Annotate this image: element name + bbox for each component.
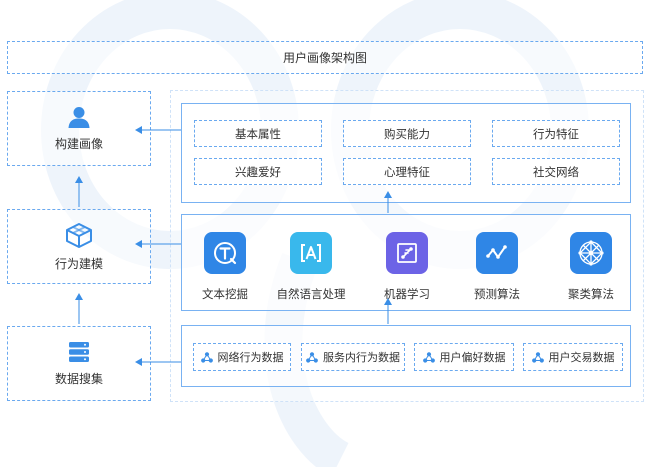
diagram-title: 用户画像架构图 <box>7 41 643 74</box>
share-nodes-icon <box>200 351 213 363</box>
algo-clustering-label: 聚类算法 <box>568 287 614 301</box>
algorithms-layer: 文本挖掘 自然语言处理 机器学习 <box>181 214 631 311</box>
feature-purchasing-power: 购买能力 <box>343 120 471 147</box>
feature-psychological-traits: 心理特征 <box>343 158 471 185</box>
source-user-transaction: 用户交易数据 <box>523 343 623 371</box>
build-profile-box: 构建画像 <box>7 91 151 166</box>
share-nodes-icon <box>531 351 544 363</box>
source-network-behavior: 网络行为数据 <box>193 343 291 371</box>
database-icon <box>69 341 89 362</box>
share-nodes-icon <box>422 351 435 363</box>
behavior-modeling-label: 行为建模 <box>54 256 103 271</box>
data-collection-label: 数据搜集 <box>54 371 103 386</box>
source-network-behavior-label: 网络行为数据 <box>217 351 284 364</box>
clustering-icon <box>570 232 612 274</box>
source-in-service-behavior: 服务内行为数据 <box>301 343 405 371</box>
feature-interests: 兴趣爱好 <box>194 158 322 185</box>
data-sources-layer: 网络行为数据 服务内行为数据 用户偏好数据 用户交易数据 <box>181 325 631 387</box>
feature-social-network: 社交网络 <box>492 158 620 185</box>
cube-icon <box>66 222 92 248</box>
algo-clustering: 聚类算法 <box>548 232 634 302</box>
profile-features-layer: 基本属性 购买能力 行为特征 兴趣爱好 心理特征 社交网络 <box>181 103 631 203</box>
source-user-transaction-label: 用户交易数据 <box>548 351 615 364</box>
prediction-icon <box>476 232 518 274</box>
algo-nlp-label: 自然语言处理 <box>276 287 346 301</box>
data-collection-box: 数据搜集 <box>7 326 151 401</box>
algo-text-mining: 文本挖掘 <box>182 232 268 302</box>
user-icon <box>68 106 90 128</box>
diagram-title-text: 用户画像架构图 <box>282 51 367 65</box>
algo-machine-learning-label: 机器学习 <box>384 287 430 301</box>
machine-learning-icon <box>386 232 428 274</box>
build-profile-label: 构建画像 <box>54 136 103 151</box>
algo-prediction-label: 预测算法 <box>474 287 520 301</box>
nlp-icon <box>290 232 332 274</box>
source-user-preference: 用户偏好数据 <box>414 343 514 371</box>
algo-prediction: 预测算法 <box>454 232 540 302</box>
algo-nlp: 自然语言处理 <box>268 232 354 302</box>
share-nodes-icon <box>306 351 318 363</box>
feature-basic-attributes: 基本属性 <box>194 120 322 147</box>
source-user-preference-label: 用户偏好数据 <box>439 351 506 364</box>
algo-text-mining-label: 文本挖掘 <box>202 287 248 301</box>
algo-machine-learning: 机器学习 <box>364 232 450 302</box>
source-in-service-behavior-label: 服务内行为数据 <box>323 351 400 364</box>
text-mining-icon <box>204 232 246 274</box>
behavior-modeling-box: 行为建模 <box>7 209 151 284</box>
feature-behavior-traits: 行为特征 <box>492 120 620 147</box>
